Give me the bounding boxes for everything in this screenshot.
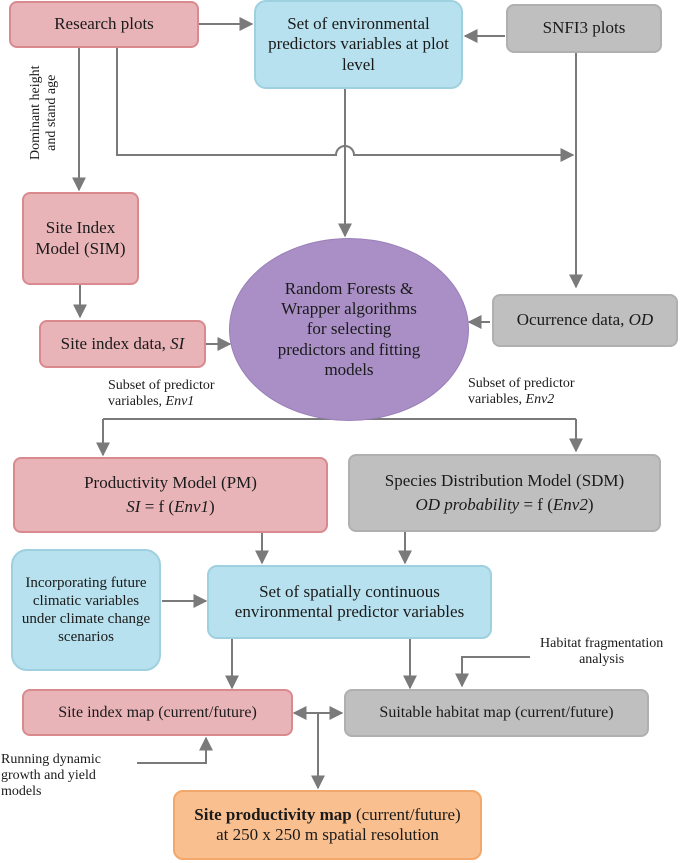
sdm-eq-end: ) [587,495,594,514]
node-env-predictors: Set of environmental predictors variable… [254,0,463,89]
node-future-climate-label: Incorporating future climatic variables … [21,575,151,645]
node-research-plots-label: Research plots [54,14,154,34]
label-habitat-fragmentation: Habitat fragmentation analysis [540,636,663,668]
node-sdm-title: Species Distribution Model (SDM) [384,470,625,490]
label-running-dynamic-line1: Running dynamic [1,752,101,767]
node-site-productivity-map-line2: at 250 x 250 m spatial resolution [216,825,439,844]
node-site-index-data-text: Site index data, SI [61,334,185,354]
node-productivity-model: Productivity Model (PM) SI = f (Env1) [13,457,328,533]
arrow-fragmentation-to-habitat [455,656,530,688]
node-site-productivity-map-line1: Site productivity map (current/future) [194,805,460,825]
sdm-eq-mid: = f ( [519,495,553,514]
arrow-running-to-simap [137,736,213,764]
node-occurrence-data: Ocurrence data, OD [492,294,678,347]
node-occurrence-data-var: OD [628,310,654,330]
node-occurrence-data-label: Ocurrence data, [516,310,625,330]
label-habitat-fragmentation-line2: analysis [579,652,625,668]
label-subset-env1-line2-wrap: variables, Env1 [108,394,215,410]
node-site-index-data-label: Site index data, [60,333,166,353]
node-site-index-model: Site Index Model (SIM) [22,192,139,285]
node-species-distribution-model: Species Distribution Model (SDM) OD prob… [348,454,661,532]
node-site-index-data-var: SI [170,333,185,353]
node-site-index-model-label: Site Index Model (SIM) [35,218,126,258]
node-site-index-map-label: Site index map (current/future) [58,703,257,721]
node-snfi3-plots-label: SNFI3 plots [542,18,626,38]
node-site-index-map: Site index map (current/future) [22,689,293,736]
label-running-dynamic: Running dynamic growth and yield models [1,752,101,800]
node-productivity-model-equation: SI = f (Env1) [126,497,214,517]
label-dominant-height: Dominant height and stand age [28,66,60,161]
pm-eq-var: Env1 [174,497,210,516]
label-subset-env2-line2: variables, [468,392,523,408]
node-random-forests: Random Forests & Wrapper algorithms for … [229,238,469,421]
node-productivity-model-title: Productivity Model (PM) [84,472,257,492]
node-site-productivity-map-rest: (current/future) [351,804,461,824]
label-dominant-height-line2: and stand age [44,74,60,151]
node-spatial-predictors: Set of spatially continuous environmenta… [207,565,492,639]
node-env-predictors-label: Set of environmental predictors variable… [268,13,449,74]
node-research-plots: Research plots [9,1,199,48]
node-future-climate: Incorporating future climatic variables … [11,549,161,671]
label-subset-env2-line1: Subset of predictor [468,376,575,391]
node-spatial-predictors-label: Set of spatially continuous environmenta… [234,581,465,621]
arrow-research-to-occurrence [116,48,575,162]
pm-eq-mid: = f ( [140,497,175,516]
node-occurrence-data-text: Ocurrence data, OD [517,310,653,330]
label-running-dynamic-line3: models [1,784,42,800]
node-site-index-data: Site index data, SI [39,320,206,368]
label-subset-env1-var: Env1 [165,394,195,410]
label-subset-env2: Subset of predictor variables, Env2 [468,376,575,408]
sdm-eq-lhs: OD probability [415,495,520,514]
node-snfi3-plots: SNFI3 plots [506,4,662,53]
label-habitat-fragmentation-line1: Habitat fragmentation [540,636,664,651]
node-sdm-equation: OD probability = f (Env2) [415,495,593,515]
label-dominant-height-line1: Dominant height [28,65,43,161]
label-subset-env2-line2-wrap: variables, Env2 [468,392,575,408]
node-random-forests-label: Random Forests & Wrapper algorithms for … [277,278,421,380]
node-site-productivity-map-bold: Site productivity map [194,804,352,824]
label-subset-env2-var: Env2 [525,392,555,408]
node-suitable-habitat-map: Suitable habitat map (current/future) [344,689,649,737]
sdm-eq-var: Env2 [552,495,588,514]
pm-eq-end: ) [209,497,215,516]
label-running-dynamic-line2: growth and yield [1,768,96,784]
pm-eq-lhs: SI [126,497,141,516]
label-subset-env1-line2: variables, [108,394,163,410]
node-site-productivity-map: Site productivity map (current/future) a… [173,790,482,860]
node-suitable-habitat-map-label: Suitable habitat map (current/future) [379,704,614,722]
label-subset-env1: Subset of predictor variables, Env1 [108,378,215,410]
label-subset-env1-line1: Subset of predictor [108,378,215,393]
